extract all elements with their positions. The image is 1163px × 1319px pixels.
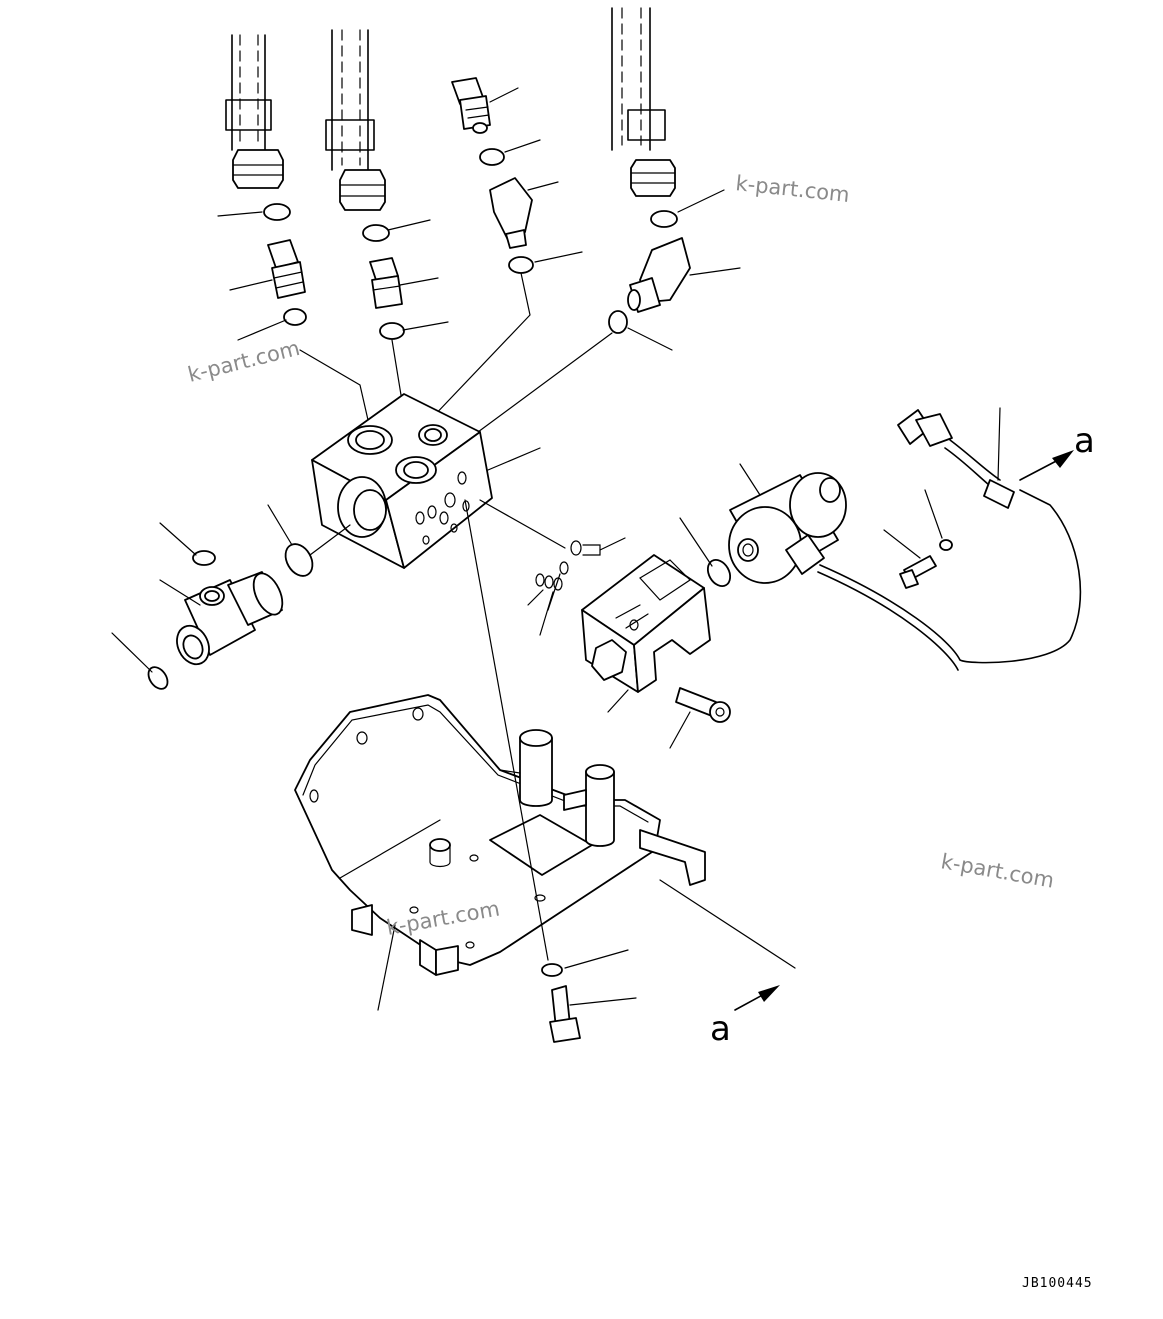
connector-harness xyxy=(897,407,1015,509)
drawing-code: JB100445 xyxy=(1022,1276,1093,1291)
callout-label-a-upper: a xyxy=(1074,421,1095,461)
angle-fitting-right xyxy=(627,237,741,313)
bracket-screw-washer xyxy=(541,949,637,1043)
bolt-washer-right xyxy=(883,489,953,589)
cap-screw xyxy=(669,687,731,749)
left-fitting-assembly xyxy=(111,504,351,690)
straight-fitting-1 xyxy=(229,239,306,299)
hose-2 xyxy=(325,29,386,211)
hose-1 xyxy=(225,34,284,189)
watermark-left: k-part.com xyxy=(185,336,302,387)
small-o-rings-mid xyxy=(479,499,626,636)
arrow-a-lower: a xyxy=(659,879,796,1049)
arrow-a-upper: a xyxy=(1019,421,1095,481)
straight-fitting-2 xyxy=(369,257,439,309)
o-rings-upper xyxy=(263,148,678,340)
pressure-sensor xyxy=(451,77,519,134)
solenoid-coil xyxy=(679,463,1082,671)
hose-3 xyxy=(611,7,676,197)
watermark-top-right: k-part.com xyxy=(734,171,850,207)
elbow-fitting-top xyxy=(489,177,559,249)
valve-block xyxy=(311,393,541,569)
mounting-bracket xyxy=(294,499,706,1011)
watermark-right: k-part.com xyxy=(939,849,1056,892)
sub-manifold xyxy=(581,554,711,713)
callout-label-a-lower: a xyxy=(710,1009,731,1049)
